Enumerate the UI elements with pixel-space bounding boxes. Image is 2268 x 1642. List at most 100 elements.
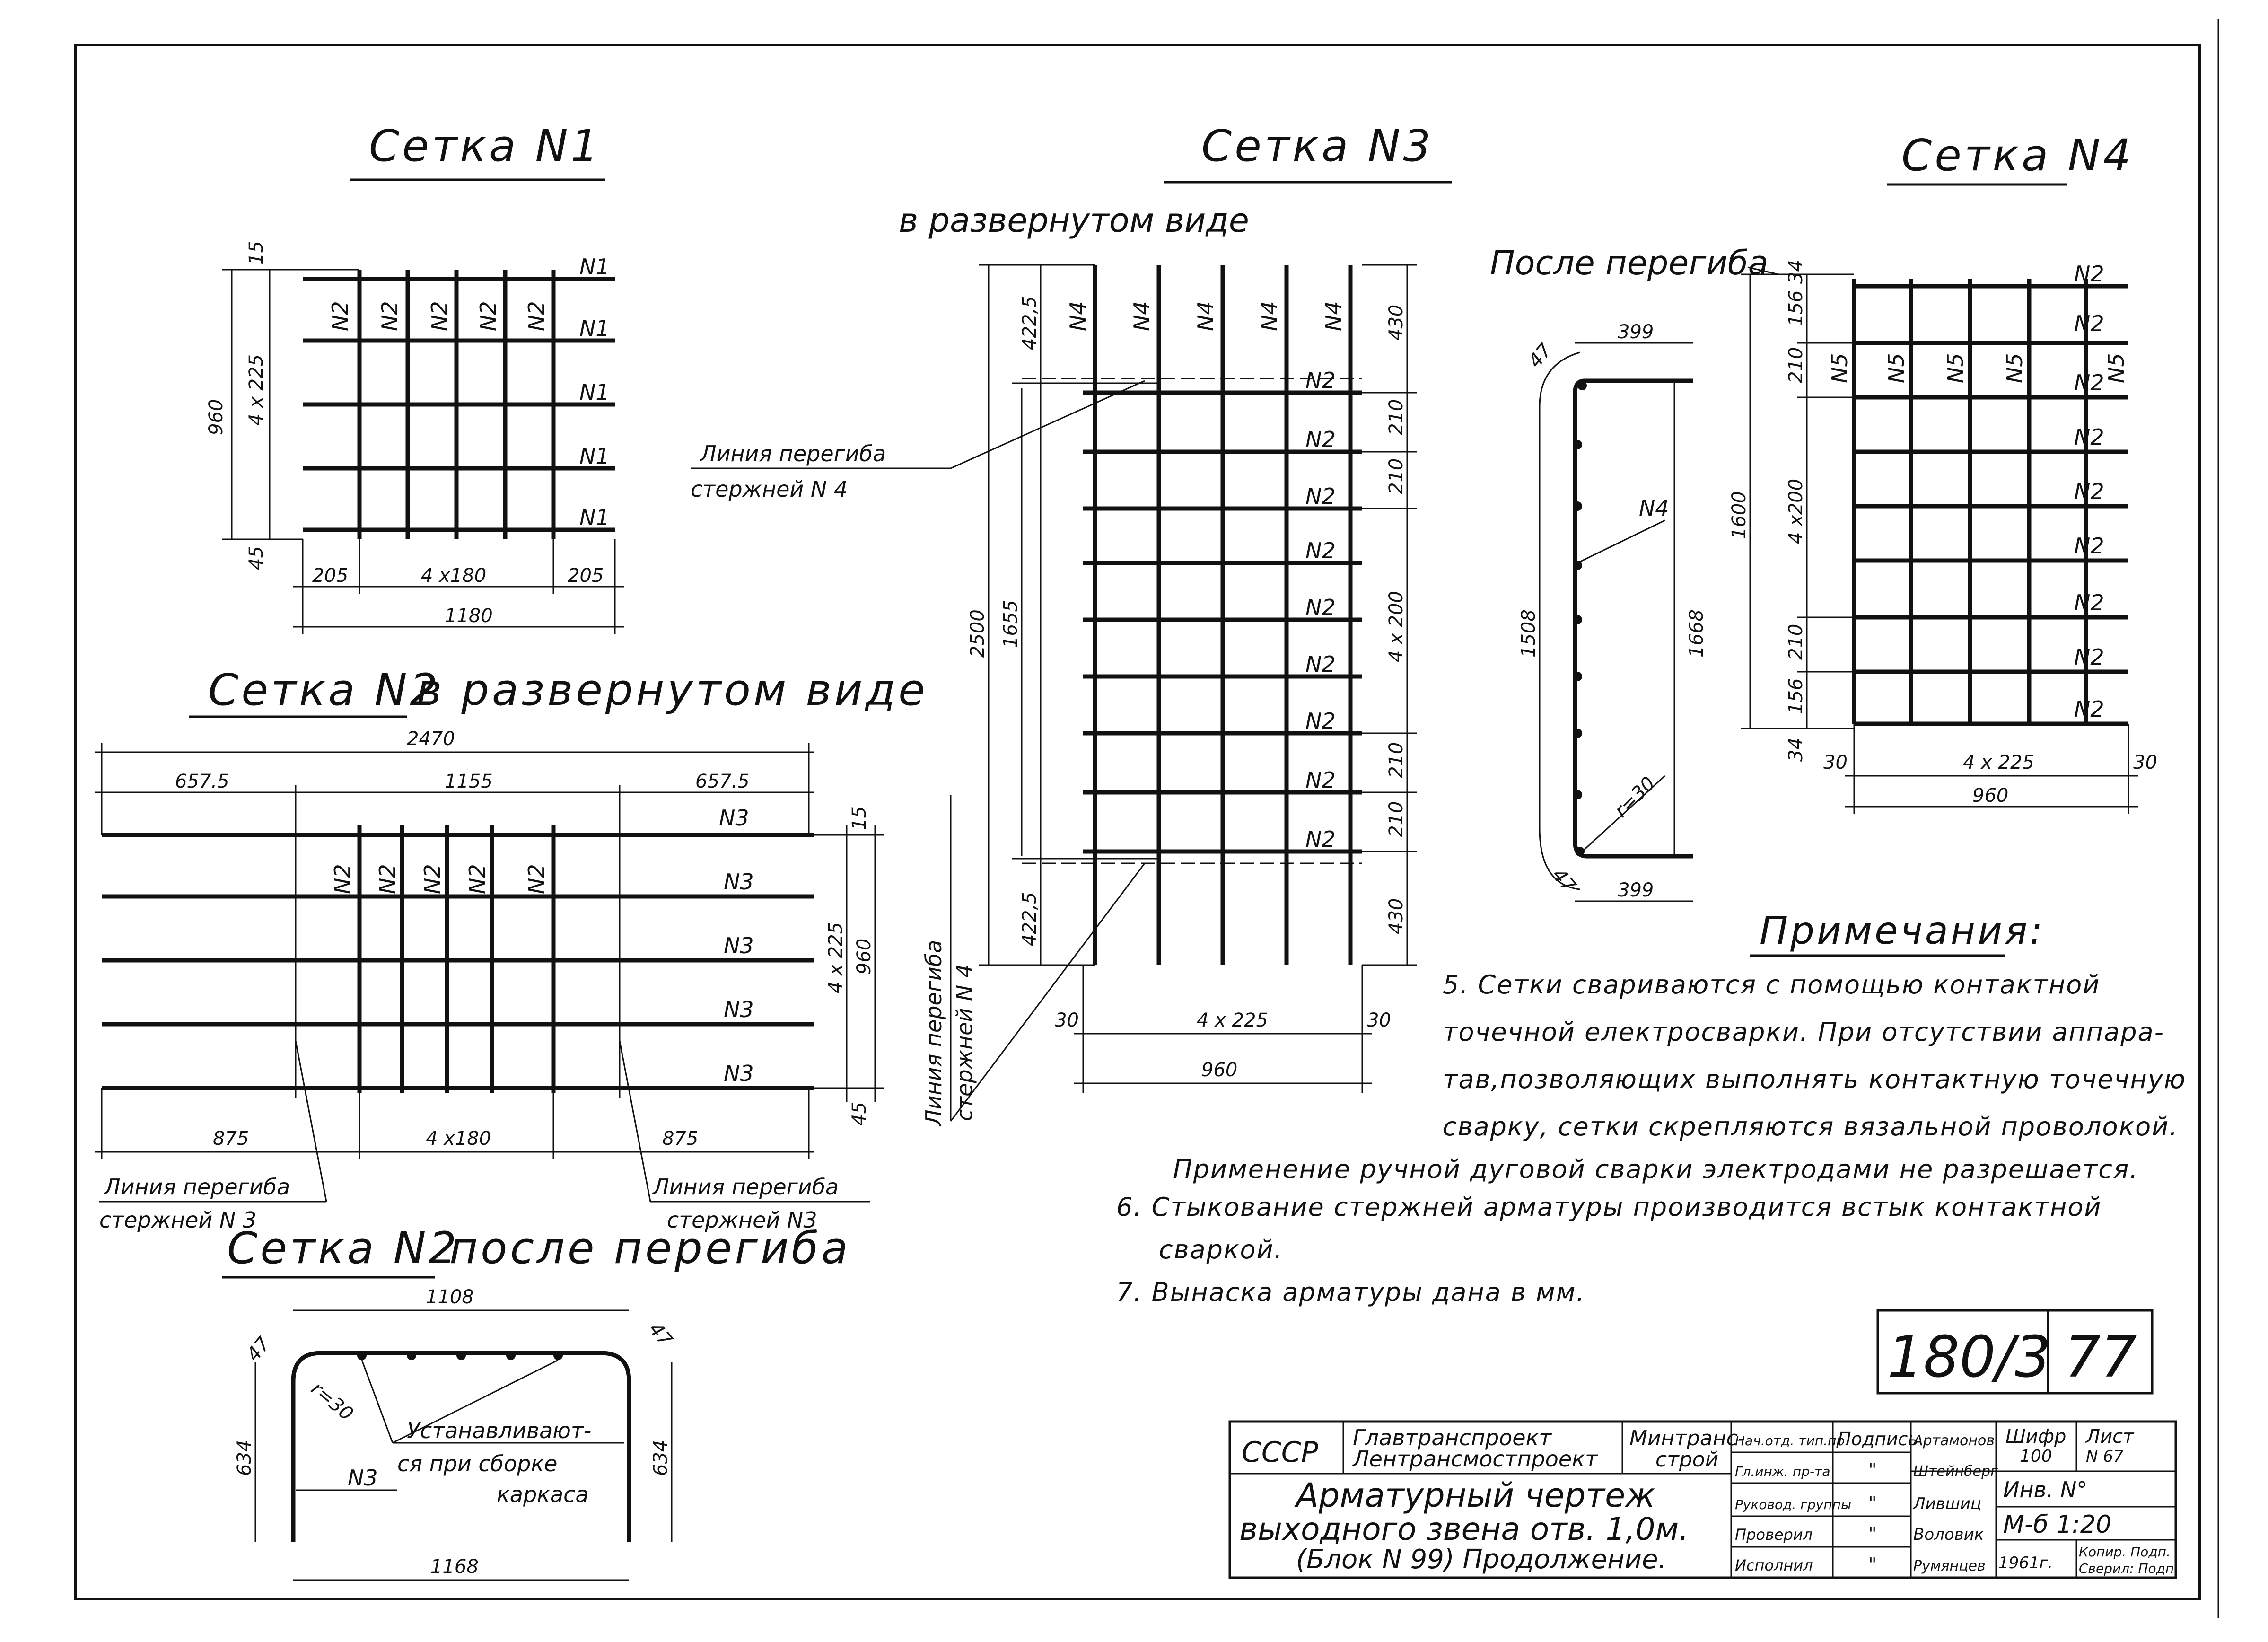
grid3-bent-dot [1577,381,1587,390]
grid2-flat-section: Сетка N2 в развернутом виде N2 N2 N2 N2 … [95,665,925,1233]
grid3-bent-arc [1539,351,1580,407]
grid2-bent-dot [456,1351,466,1360]
grid2-label-n3: N3 [724,869,754,895]
note-5-line-1: 5. Сетки свариваются с помощью контактно… [1443,970,2100,1000]
grid3-dim-top-left: 422,5 [1019,296,1041,350]
grid2-bend-right-2: стержней N3 [667,1207,817,1233]
grid2-dim-left-top: 657.5 [175,771,229,792]
grid2-bent-dim-radius-right: 47 [644,1318,676,1351]
grid4-label-n5: N5 [2103,353,2129,383]
grid2-dim-height: 960 [853,939,875,975]
grid3-label-n2: N2 [1305,483,1336,509]
grid2-bend-left-2: стержней N 3 [99,1207,256,1233]
grid3-bent-dot [1573,729,1582,738]
grid3-dim-total: 2500 [967,609,989,658]
grid1-label-n2: N2 [427,301,452,331]
tb-role: Гл.инж. пр-та [1735,1464,1830,1479]
tb-sign: " [1868,1554,1876,1575]
grid2-bent-dim-left: 634 [234,1440,255,1476]
grid3-bend-b-2: стержней N 4 [952,964,977,1121]
grid1-dim-middle: 4 х180 [421,565,486,587]
note-5-line-4: сварку, сетки скрепляются вязальной пров… [1443,1112,2178,1141]
grid1-label-n2: N2 [377,301,403,331]
grid2-bent-dot [506,1351,516,1360]
tb-role: Проверил [1735,1526,1813,1544]
grid3-label-n4: N4 [1129,301,1155,331]
grid2-bend-right-1: Линия перегиба [652,1174,839,1200]
grid3-bent-dim-left: 1508 [1518,609,1540,658]
grid3-bent-leader [1577,519,1665,564]
grid4-dim-middle: 4 х 225 [1963,752,2034,773]
tb-sheet: N 67 [2086,1447,2124,1466]
grid3-subtitle: в развернутом виде [899,201,1249,240]
grid3-label-n2: N2 [1305,427,1336,452]
grid4-dim-r1: 210 [1785,347,1807,383]
grid3-dim-r1: 430 [1385,305,1407,341]
grid2-bent-bar-label: N3 [348,1465,378,1491]
grid4-label-n5: N5 [1883,353,1909,383]
grid2-bent-dim-radius-left: 47 [242,1333,274,1365]
grid3-bent-dot [1573,440,1582,449]
title-block-frame [1228,1420,2177,1579]
grid2-label-n2: N2 [420,864,445,894]
grid3-leader [950,863,1146,1122]
grid4-label-n2: N2 [2074,590,2104,615]
grid4-dim-width: 960 [1972,785,2008,807]
grid2-label-n3: N3 [719,805,749,831]
grid3-bent-dim-top: 399 [1618,321,1654,343]
grid4-label-n5: N5 [1827,353,1852,383]
grid2-dim-bottom: 45 [849,1102,870,1126]
grid1-dim-height: 960 [205,399,227,435]
grid3-section: Сетка N3 в развернутом виде N4 N4 N4 N4 … [691,121,1452,1127]
grid1-label-n1: N1 [579,379,610,405]
note-7: 7. Вынаска арматуры дана в мм. [1116,1277,1585,1307]
sheet-frame [74,44,2201,1600]
tb-check: Сверил: Подп. [2079,1561,2178,1576]
grid3-bent-bar-label: N4 [1639,495,1669,521]
grid3-bent-dot [1573,615,1582,624]
grid2-flat-title: Сетка N2 [208,665,440,715]
grid4-label-n5: N5 [1943,353,1968,383]
grid2-bent-title-suffix: после перегиба [449,1223,851,1273]
grid2-bent-dot [553,1351,563,1360]
grid1-label-n2: N2 [475,301,501,331]
grid2-bent-assembly-1: Устанавливают- [407,1418,591,1443]
grid3-bent-dot [1573,501,1582,511]
grid3-bent-dot [1573,672,1582,681]
grid3-bent-dot [1573,790,1582,799]
grid2-bent-dot [407,1351,416,1360]
tb-name: Румянцев [1913,1558,1986,1574]
grid3-dim-r6: 210 [1385,801,1407,837]
grid1-dim-left: 205 [312,565,348,587]
tb-org-2: Лентрансмостпроект [1352,1446,1598,1472]
grid1-label-n2: N2 [524,301,549,331]
grid4-section: Сетка N4 N5 N5 N5 N5 N5 N2 N2 N2 N2 N2 N… [1728,130,2157,814]
grid3-bent-r: r=30 [1611,773,1660,822]
grid1-section: Сетка N1 N2 N2 N2 N2 N2 N1 N1 N1 N1 N1 9… [205,121,624,634]
grid2-dim-left-bot: 875 [213,1128,249,1150]
grid1-label-n1: N1 [579,505,610,530]
grid4-label-n2: N2 [2074,424,2104,450]
grid1-dim-rows: 4 х 225 [245,354,267,426]
grid3-label-n2: N2 [1305,368,1336,393]
grid2-bent-dot [357,1351,367,1360]
tb-sign: " [1868,1523,1876,1544]
grid2-bent-dim-r: r=30 [307,1378,358,1425]
grid3-dim-bottom-left: 422,5 [1019,892,1041,946]
grid4-dim-top: 156 [1785,290,1807,326]
grid3-dim-r2: 210 [1385,399,1407,435]
grid2-bent-title: Сетка N2 [227,1223,459,1273]
grid4-label-n2: N2 [2074,261,2104,287]
tb-role: Нач.отд. тип.пр. [1735,1433,1849,1449]
tb-sign: " [1868,1493,1876,1513]
grid1-label-n2: N2 [327,301,353,331]
grid1-label-n1: N1 [579,316,610,341]
tb-drawing-1: Арматурный чертеж [1294,1476,1655,1515]
tb-cipher-label: Шифр [2005,1426,2066,1448]
grid2-label-n2: N2 [375,864,400,894]
grid3-label-n4: N4 [1193,301,1218,331]
grid3-bent-leader [1581,775,1666,852]
grid3-bend-a-1: Линия перегиба [699,441,886,466]
grid4-dim-top-small: 34 [1785,260,1807,284]
tb-inv: Инв. N° [2003,1477,2087,1502]
